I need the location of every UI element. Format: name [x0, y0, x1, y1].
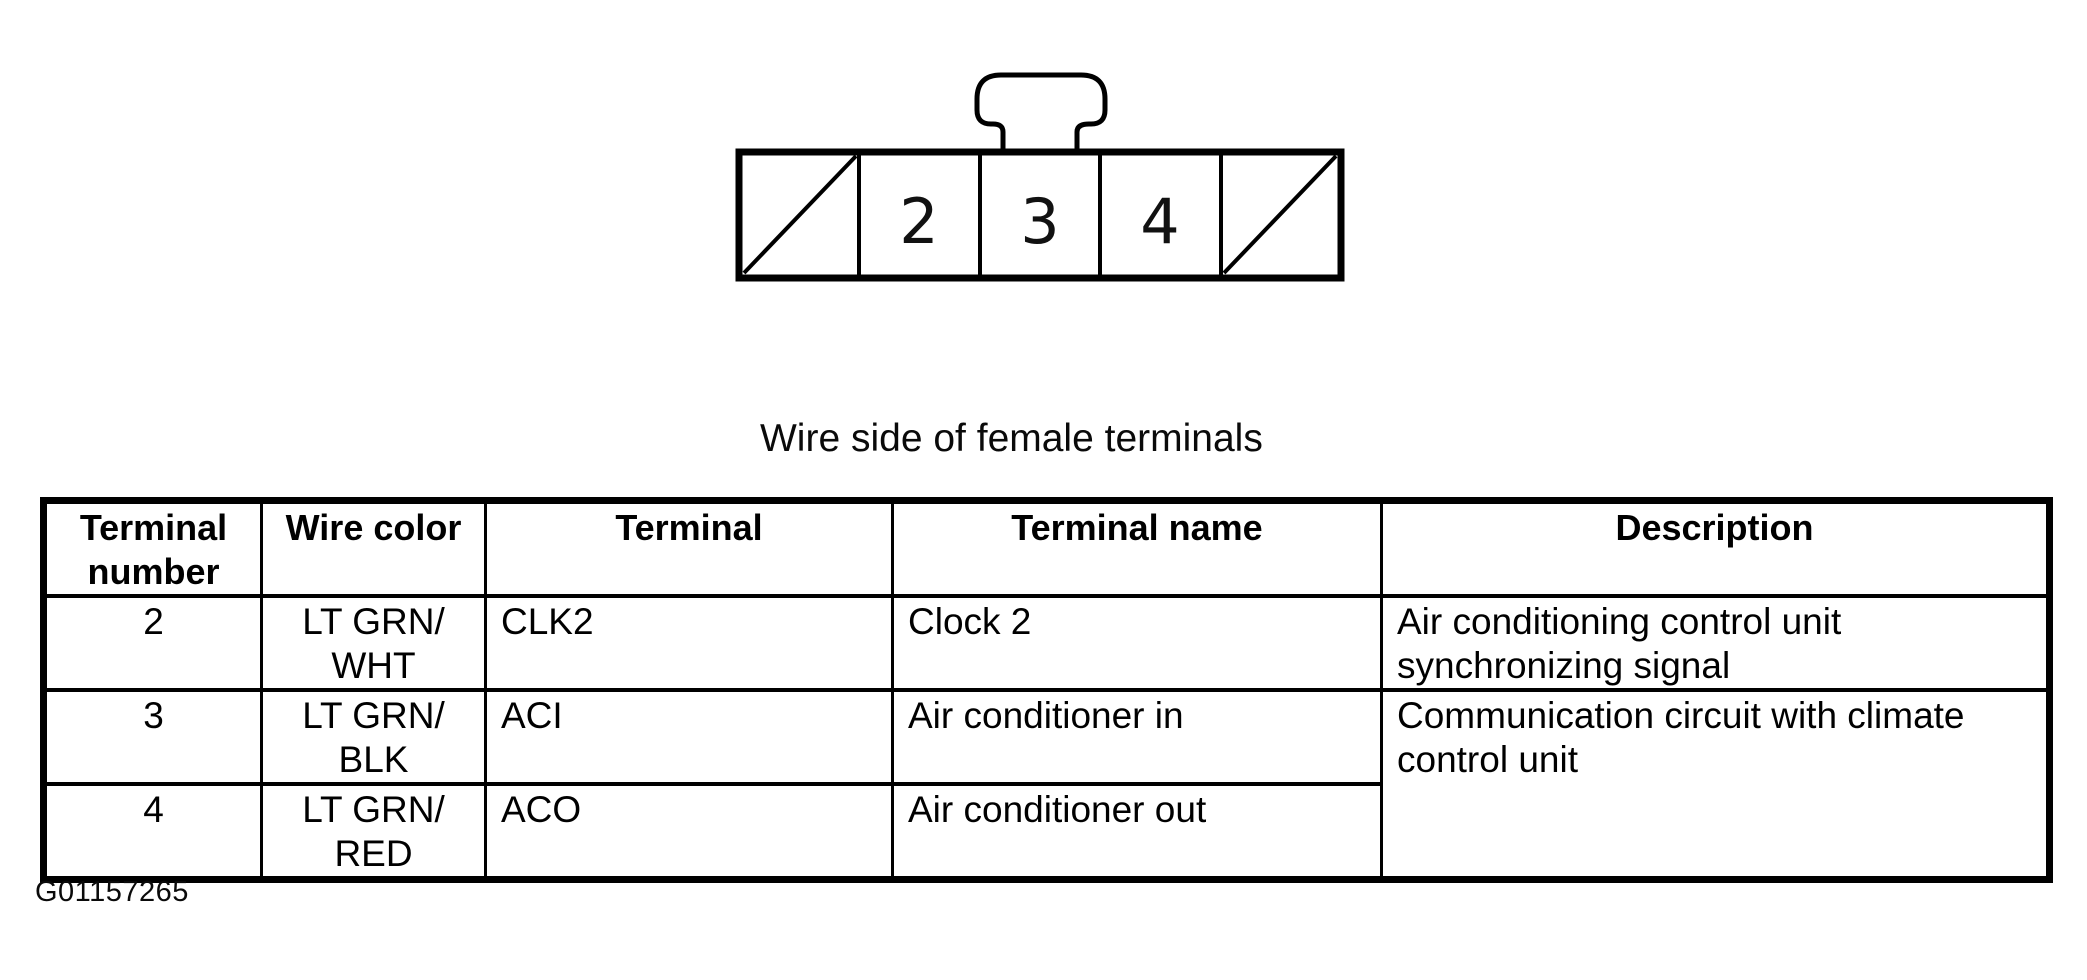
connector-lock-tab-icon [974, 72, 1108, 152]
header-terminal-name: Terminal name [891, 498, 1383, 598]
cell-terminal-name: Clock 2 [891, 594, 1383, 692]
table-header-row: Terminal number Wire color Terminal Term… [42, 498, 2051, 598]
cell-terminal-number: 4 [42, 782, 263, 882]
wire-color-line: BLK [338, 739, 409, 780]
cell-wire-color: LT GRN/ WHT [260, 594, 487, 692]
pin-label-2: 2 [899, 185, 938, 258]
cell-terminal: ACI [484, 688, 894, 786]
cell-terminal: ACO [484, 782, 894, 882]
description-line: control unit [1397, 739, 1578, 780]
pin-label-3: 3 [1020, 185, 1059, 258]
header-description: Description [1380, 498, 2051, 598]
description-line: Air conditioning control unit [1397, 601, 1842, 642]
header-wire-color: Wire color [260, 498, 487, 598]
blocked-cavity-diagonal [1222, 154, 1338, 275]
figure-id: G01157265 [35, 876, 189, 908]
cell-wire-color: LT GRN/ RED [260, 782, 487, 882]
description-line: synchronizing signal [1397, 645, 1731, 686]
connector-diagram: 2 3 4 [735, 72, 1345, 282]
cell-terminal: CLK2 [484, 594, 894, 692]
blocked-cavity-diagonal [742, 154, 858, 275]
diagram-caption: Wire side of female terminals [760, 417, 1263, 460]
cell-terminal-name: Air conditioner in [891, 688, 1383, 786]
wire-color-line: LT GRN/ [302, 601, 445, 642]
wire-color-line: WHT [331, 645, 416, 686]
cell-wire-color: LT GRN/ BLK [260, 688, 487, 786]
pin-label-4: 4 [1140, 185, 1179, 258]
wire-color-line: LT GRN/ [302, 695, 445, 736]
description-line: Communication circuit with climate [1397, 695, 1965, 736]
table-row-terminal-2: 2 LT GRN/ WHT CLK2 Clock 2 Air condition… [42, 594, 2051, 692]
header-terminal-number: Terminal number [42, 498, 263, 598]
terminal-table: Terminal number Wire color Terminal Term… [40, 497, 2053, 883]
wire-color-line: LT GRN/ [302, 789, 445, 830]
table-row-terminal-4: 4 LT GRN/ RED ACO Air conditioner out [42, 782, 2050, 882]
header-terminal: Terminal [484, 498, 894, 598]
cell-description: Air conditioning control unit synchroniz… [1380, 594, 2051, 692]
cell-terminal-number: 2 [42, 594, 263, 692]
cell-terminal-name: Air conditioner out [891, 782, 1383, 882]
wire-color-line: RED [334, 833, 413, 874]
cell-description-merged: Communication circuit with climate contr… [1380, 688, 2051, 882]
table-row-terminal-3: 3 LT GRN/ BLK ACI Air conditioner in Com… [42, 688, 2051, 882]
cell-terminal-number: 3 [42, 688, 263, 786]
